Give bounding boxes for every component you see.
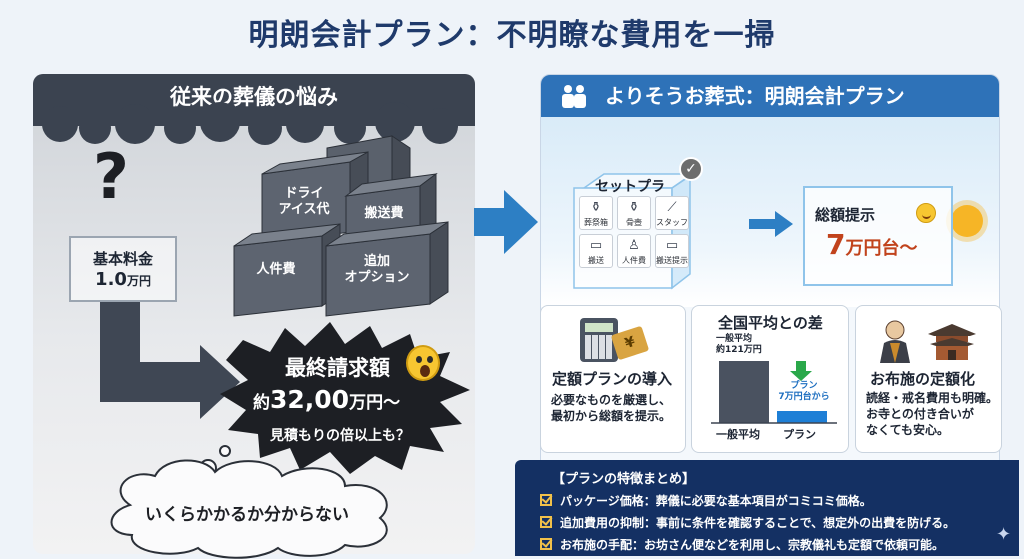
fixed-plan-body: 必要なものを厳選し、 最初から総額を提示。 xyxy=(551,393,672,424)
clear-pricing-title: よりそうお葬式：明朗会計プラン xyxy=(605,84,905,108)
plan-bar-annotation: プラン 7万円台から xyxy=(778,381,830,402)
base-fee-amount: 1.0万円 xyxy=(95,269,151,290)
final-bill-title: 最終請求額 xyxy=(285,356,390,380)
x-label-plan: プラン xyxy=(783,428,816,441)
set-plan-items: ⚱葬祭箱 ⚱骨壺 ⟋スタッフ ▭搬送 ♙人件費 ▭搬送提示 xyxy=(579,196,689,268)
summary-item: パッケージ価格：葬儀に必要な基本項目がコミコミ価格。 xyxy=(540,492,872,509)
total-title: 総額提示 xyxy=(815,206,876,224)
sparkle-icon: ✦ xyxy=(996,524,1012,545)
plan-summary-panel xyxy=(515,460,1019,556)
staff-person-icon: ♙人件費 xyxy=(617,234,651,268)
worry-text: いくらかかるか分からない xyxy=(145,505,349,525)
monk-icon xyxy=(880,320,910,363)
check-badge-icon: ✓ xyxy=(679,157,703,181)
checkbox-icon xyxy=(540,516,552,528)
base-fee-box: 基本料金 1.0万円 xyxy=(69,236,177,302)
hidden-cost-cubes xyxy=(233,135,449,317)
question-mark-icon: ? xyxy=(93,140,129,213)
summary-title: 【プランの特徴まとめ】 xyxy=(552,472,696,487)
storm-cloud-icon xyxy=(33,102,475,145)
checkbox-icon xyxy=(540,494,552,506)
checkbox-icon xyxy=(540,538,552,550)
offering-card xyxy=(855,305,1002,453)
temple-icon xyxy=(928,324,976,360)
bar-プラン xyxy=(777,411,827,423)
smiling-face-icon xyxy=(916,203,936,223)
transport-icon: ▭搬送提示 xyxy=(655,234,689,268)
labor-cost-label: 人件費 xyxy=(256,262,296,277)
national-average-title: 全国平均との差 xyxy=(718,314,823,332)
dry-ice-cost-label: ドライ アイス代 xyxy=(278,186,330,217)
summary-item: 追加費用の抑制：事前に条件を確認することで、想定外の出費を防げる。 xyxy=(540,514,955,531)
clear-pricing-header: よりそうお葬式：明朗会計プラン xyxy=(541,75,999,117)
transition-arrow-icon xyxy=(474,190,538,254)
offering-body: 読経・戒名費用も明確。 お寺との付き合いが なくても安心。 xyxy=(866,391,999,438)
average-comparison-chart xyxy=(711,361,837,424)
page-title: 明朗会計プラン：不明瞭な費用を一掃 xyxy=(248,18,776,53)
avg-bar-annotation: 一般平均 約121万円 xyxy=(716,334,762,355)
to-total-arrow-icon xyxy=(749,211,793,237)
offering-title: お布施の定額化 xyxy=(870,370,976,388)
total-price: 7万円台〜 xyxy=(826,228,918,261)
x-label-average: 一般平均 xyxy=(716,428,760,441)
fixed-plan-title: 定額プランの導入 xyxy=(552,370,673,388)
screaming-face-icon xyxy=(406,345,440,381)
staff-icon: ⟋スタッフ xyxy=(655,196,689,230)
final-bill-note: 見積もりの倍以上も？ xyxy=(270,428,410,444)
down-arrow-icon xyxy=(790,361,812,381)
sun-icon xyxy=(951,205,983,237)
urn-icon: ⚱骨壺 xyxy=(617,196,651,230)
extra-option-label: 追加 オプション xyxy=(344,254,410,285)
worry-thought-bubble xyxy=(110,445,388,559)
national-average-card xyxy=(691,305,849,453)
coffin-icon: ⚱葬祭箱 xyxy=(579,196,613,230)
total-price-box xyxy=(803,186,953,286)
summary-item: お布施の手配：お坊さん便などを利用し、宗教儀礼も定額で依頼可能。 xyxy=(540,536,944,553)
final-bill-amount: 約32,00万円〜 xyxy=(253,385,401,414)
base-fee-label: 基本料金 xyxy=(92,250,153,268)
people-icon xyxy=(562,85,586,108)
bar-一般平均 xyxy=(719,361,769,423)
transport-cost-label: 搬送費 xyxy=(364,206,404,221)
hearse-icon: ▭搬送 xyxy=(579,234,613,268)
escalation-arrow-icon xyxy=(100,302,240,419)
